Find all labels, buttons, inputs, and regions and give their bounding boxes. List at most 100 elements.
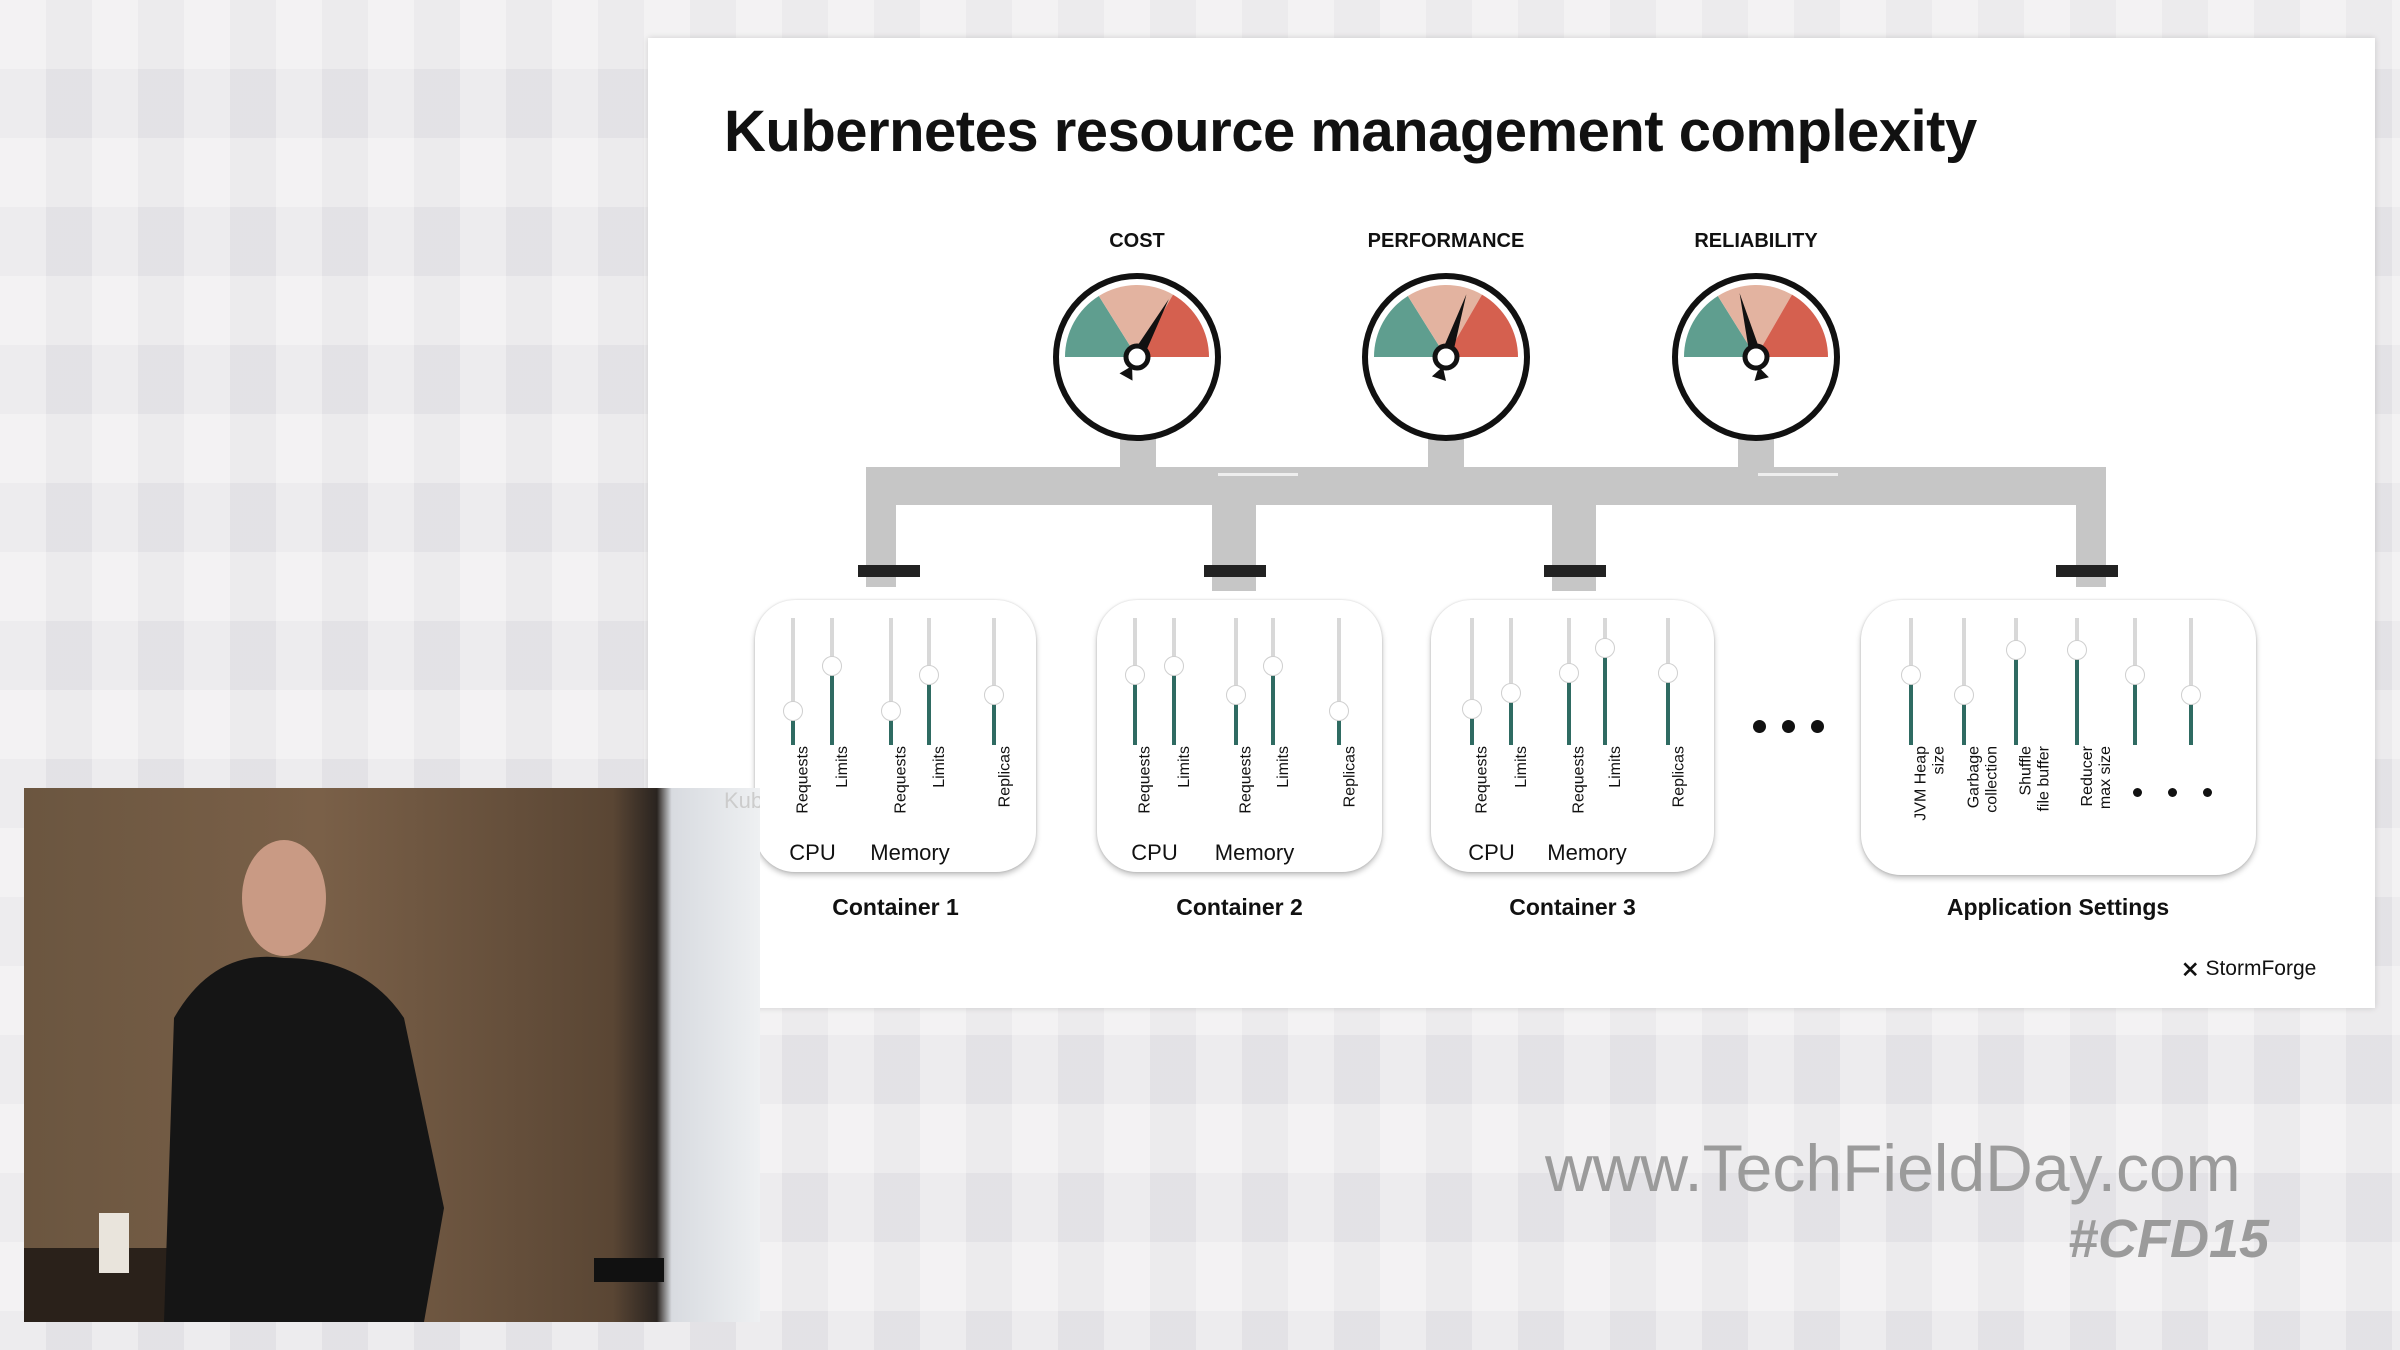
slider-track[interactable] [1658, 618, 1678, 745]
slider-knob[interactable] [2125, 665, 2145, 686]
slider-label: Shuffle file buffer [2018, 746, 2053, 812]
gauge-needle [1431, 294, 1467, 381]
more-settings-dot [2203, 788, 2212, 797]
slider-track[interactable] [984, 618, 1004, 745]
slider-label: Replicas [1341, 746, 1358, 808]
slider-track[interactable] [2067, 618, 2087, 745]
group-label: CPU [1468, 840, 1515, 865]
slider-label: Limits [1275, 746, 1292, 788]
slider-knob[interactable] [2181, 685, 2201, 706]
slider-track[interactable] [919, 618, 939, 745]
slider-fill [791, 710, 795, 745]
slider-track[interactable] [1559, 618, 1579, 745]
slider-track[interactable] [822, 618, 842, 745]
slider-track[interactable] [1901, 618, 1921, 745]
slide-partial-text: Kub [724, 788, 760, 813]
speaker-webcam-video: Kub [24, 788, 760, 1322]
slider-fill [1509, 692, 1513, 745]
slider-track[interactable] [2125, 618, 2145, 745]
slider-knob[interactable] [1595, 638, 1615, 659]
gauge-label-reliability: RELIABILITY [1694, 230, 1818, 252]
slider-label: Requests [1571, 746, 1588, 814]
gauge-pivot [1123, 343, 1151, 371]
slider-track[interactable] [2181, 618, 2201, 745]
slider-fill [1470, 709, 1474, 745]
slider-fill [1603, 648, 1607, 745]
presentation-slide: Kubernetes resource management complexit… [648, 38, 2375, 1008]
application-settings-card: JVM Heap size Garbage collection Shuffle f… [1861, 600, 2256, 875]
slider-track[interactable] [1462, 618, 1482, 745]
slider-fill [1172, 666, 1176, 745]
slider-fill [2075, 649, 2079, 745]
stormforge-logo: ⨯ StormForge [2181, 956, 2316, 982]
slider-knob[interactable] [2006, 639, 2026, 660]
slider-knob[interactable] [919, 665, 939, 686]
gauge-neutral-zone [1717, 285, 1792, 357]
ellipsis-dot [1753, 720, 1766, 733]
slider-knob[interactable] [1329, 700, 1349, 721]
slider-knob[interactable] [2067, 639, 2087, 660]
slider-label: Garbage collection [1966, 746, 2001, 813]
slider-fill [1909, 675, 1913, 745]
application-settings-label: Application Settings [1946, 894, 2170, 920]
slider-fill [1234, 695, 1238, 745]
slider-label: Requests [893, 746, 910, 814]
slider-knob[interactable] [1164, 656, 1184, 677]
slider-knob[interactable] [1462, 699, 1482, 720]
slider-label: Limits [931, 746, 948, 788]
slider-knob[interactable] [822, 656, 842, 677]
group-label: Memory [870, 840, 950, 865]
gauge-needle [1739, 293, 1769, 381]
slider-track[interactable] [1329, 618, 1349, 745]
slider-knob[interactable] [1559, 662, 1579, 683]
group-label: Memory [1214, 840, 1295, 865]
gauge-red-zone [1137, 294, 1209, 357]
slider-track[interactable] [1954, 618, 1974, 745]
slider-label: Limits [1607, 746, 1624, 788]
slider-knob[interactable] [1226, 685, 1246, 706]
gauge-pivot [1742, 343, 1770, 371]
gauge-label-performance: PERFORMANCE [1367, 230, 1525, 252]
slider-fill [927, 675, 931, 745]
slider-knob[interactable] [1658, 662, 1678, 683]
slider-track[interactable] [783, 618, 803, 745]
slider-label: Replicas [1670, 746, 1687, 808]
gauge-pivot [1432, 343, 1460, 371]
container-label: Container 2 [1176, 894, 1303, 920]
slider-knob[interactable] [783, 700, 803, 721]
slider-track[interactable] [1263, 618, 1283, 745]
gauge-needle [1119, 299, 1169, 381]
slider-track[interactable] [2006, 618, 2026, 745]
slider-knob[interactable] [1901, 665, 1921, 686]
brand-name: StormForge [2205, 957, 2317, 980]
gauge-green-zone [1684, 295, 1756, 357]
slider-track[interactable] [1595, 618, 1615, 745]
slider-knob[interactable] [881, 700, 901, 721]
stormforge-icon: ⨯ [2181, 956, 2200, 981]
gauges-and-pipes [858, 273, 2118, 591]
slider-track[interactable] [881, 618, 901, 745]
gauge-red-zone [1756, 294, 1828, 357]
slider-track[interactable] [1226, 618, 1246, 745]
slider-fill [2133, 675, 2137, 745]
slider-knob[interactable] [984, 685, 1004, 706]
slider-track[interactable] [1125, 618, 1145, 745]
slider-knob[interactable] [1501, 682, 1521, 703]
slider-fill [1133, 675, 1137, 745]
slider-label: Requests [1137, 746, 1154, 814]
slider-knob[interactable] [1125, 665, 1145, 686]
slider-fill [992, 695, 996, 745]
slider-label: Requests [795, 746, 812, 814]
slider-knob[interactable] [1954, 685, 1974, 706]
slider-track[interactable] [1501, 618, 1521, 745]
slider-knob[interactable] [1263, 656, 1283, 677]
slider-label: JVM Heap size [1913, 746, 1948, 821]
slider-track[interactable] [1164, 618, 1184, 745]
gauge-red-zone [1446, 294, 1518, 357]
slider-fill [1337, 710, 1341, 745]
group-label: CPU [789, 840, 836, 865]
slider-fill [1666, 672, 1670, 745]
